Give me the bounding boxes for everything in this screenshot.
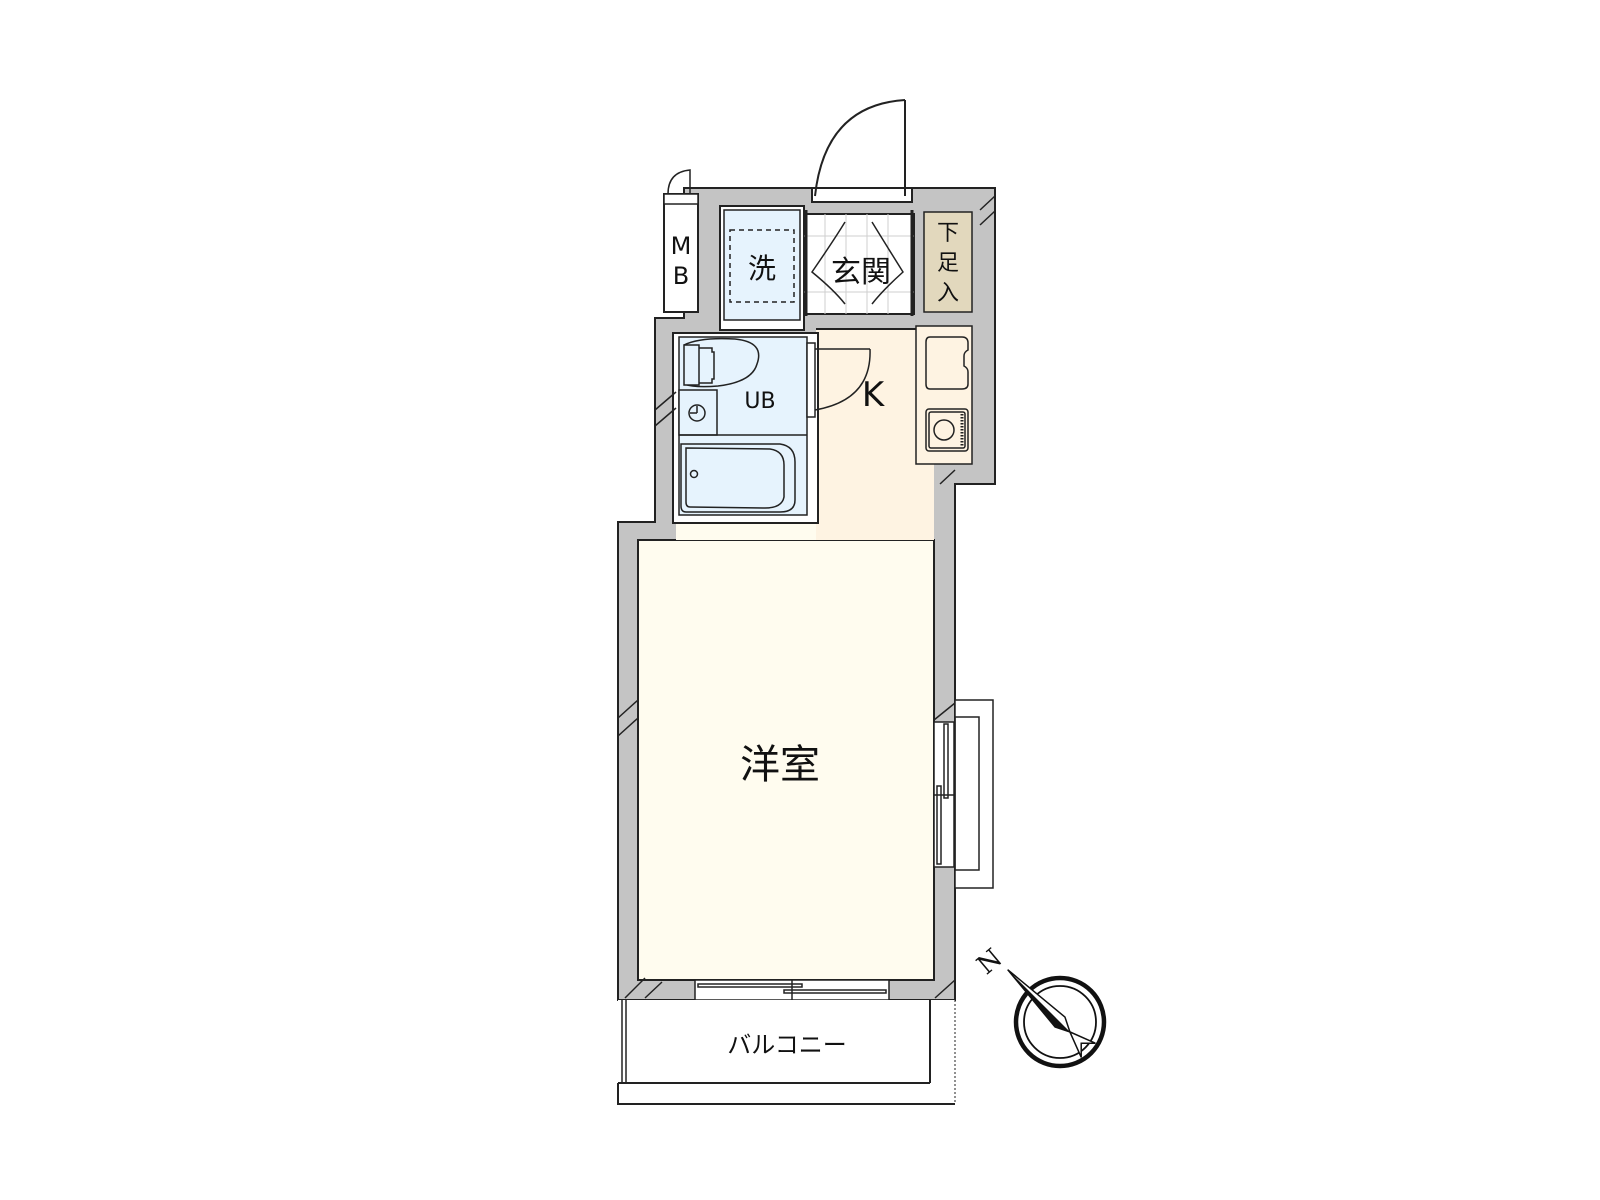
kitchen-area[interactable] bbox=[816, 329, 934, 540]
stove-icon bbox=[925, 408, 969, 452]
shoe-box-label-2: 足 bbox=[937, 251, 959, 276]
balcony-label: バルコニー bbox=[727, 1031, 847, 1059]
front-door[interactable] bbox=[811, 99, 913, 203]
entrance[interactable] bbox=[803, 210, 915, 316]
compass-north-label: N bbox=[972, 943, 1009, 981]
faucet-icon bbox=[688, 404, 706, 422]
side-window[interactable] bbox=[933, 699, 994, 889]
wall-hatches bbox=[617, 195, 996, 999]
meter-box-label-1: M bbox=[671, 232, 692, 260]
shoe-box-label-3: 入 bbox=[937, 281, 959, 306]
entrance-label: 玄関 bbox=[831, 255, 891, 290]
toilet-icon bbox=[683, 337, 760, 388]
shoe-box[interactable] bbox=[923, 211, 973, 313]
unit-bath-label: UB bbox=[744, 389, 775, 414]
balcony-sliding-door[interactable] bbox=[694, 979, 890, 1001]
western-room[interactable] bbox=[637, 539, 935, 981]
kitchen-counter[interactable] bbox=[915, 325, 973, 465]
balcony[interactable] bbox=[617, 1000, 956, 1105]
washer-label: 洗 bbox=[748, 252, 776, 285]
western-room-label: 洋室 bbox=[740, 742, 820, 788]
kitchen-label: K bbox=[862, 375, 886, 415]
meter-box-label-2: B bbox=[673, 262, 689, 290]
compass-icon bbox=[1007, 969, 1107, 1069]
bath-door[interactable] bbox=[806, 342, 871, 418]
bathtub-icon bbox=[680, 443, 796, 513]
meter-box[interactable] bbox=[663, 169, 699, 313]
shoe-box-label-1: 下 bbox=[937, 221, 959, 246]
sink-icon bbox=[925, 336, 969, 390]
